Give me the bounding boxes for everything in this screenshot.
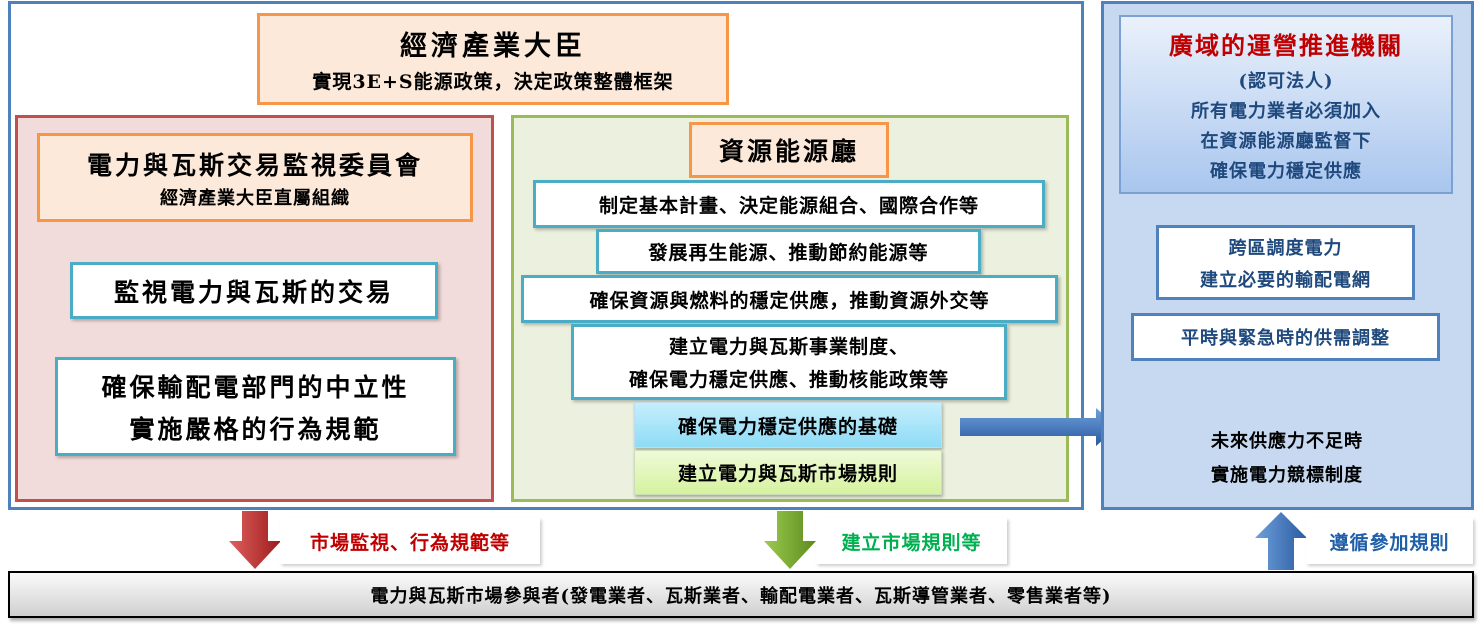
agency-item: 制定基本計畫、決定能源組合、國際合作等 bbox=[533, 180, 1045, 228]
label-text: 遵循參加規則 bbox=[1329, 531, 1450, 554]
agency-highlight-supply: 確保電力穩定供應的基礎 bbox=[634, 402, 942, 448]
green-arrow-label: 建立市場規則等 bbox=[816, 518, 1007, 564]
committee-subtitle: 經濟產業大臣直屬組織 bbox=[160, 187, 350, 209]
item-text: 實施嚴格的行為規範 bbox=[129, 414, 382, 444]
agency-title-box: 資源能源廳 bbox=[689, 122, 889, 178]
minister-title: 經濟產業大臣 bbox=[400, 31, 586, 62]
committee-box: 電力與瓦斯交易監視委員會 經濟產業大臣直屬組織 bbox=[37, 133, 473, 222]
item-text: 監視電力與瓦斯的交易 bbox=[113, 277, 394, 307]
occto-line: (認可法人) bbox=[1238, 71, 1334, 92]
occto-line: 實施電力競標制度 bbox=[1211, 465, 1363, 486]
committee-title: 電力與瓦斯交易監視委員會 bbox=[86, 150, 423, 180]
item-text: 確保電力穩定供應、推動核能政策等 bbox=[628, 369, 949, 391]
item-text: 發展再生能源、推動節約能源等 bbox=[648, 242, 929, 264]
item-text: 確保資源與燃料的穩定供應，推動資源外交等 bbox=[589, 289, 990, 312]
occto-line: 在資源能源廳監督下 bbox=[1200, 131, 1372, 152]
government-frame bbox=[8, 1, 1084, 510]
occto-note: 未來供應力不足時 實施電力競標制度 bbox=[1120, 422, 1454, 492]
participants-bar: 電力與瓦斯市場參與者(發電業者、瓦斯業者、輸配電業者、瓦斯導管業者、零售業者等) bbox=[8, 571, 1474, 618]
arrow-down-green-icon bbox=[764, 511, 816, 569]
agency-highlight-market: 建立電力與瓦斯市場規則 bbox=[634, 450, 942, 495]
committee-item-neutrality: 確保輸配電部門的中立性 實施嚴格的行為規範 bbox=[55, 357, 456, 456]
arrow-right-icon bbox=[960, 408, 1118, 446]
item-text: 建立電力與瓦斯事業制度、 bbox=[668, 336, 909, 358]
committee-item-monitor: 監視電力與瓦斯的交易 bbox=[70, 262, 438, 319]
item-text: 建立電力與瓦斯市場規則 bbox=[677, 463, 898, 485]
occto-header-box: 廣域的運營推進機關 (認可法人) 所有電力業者必須加入 在資源能源廳監督下 確保… bbox=[1119, 15, 1453, 194]
occto-dispatch-box: 跨區調度電力 建立必要的輸配電網 bbox=[1156, 225, 1415, 300]
occto-line: 建立必要的輸配電網 bbox=[1200, 269, 1371, 291]
occto-line: 所有電力業者必須加入 bbox=[1191, 101, 1381, 122]
occto-line: 確保電力穩定供應 bbox=[1210, 161, 1362, 182]
occto-line: 未來供應力不足時 bbox=[1211, 431, 1363, 452]
label-text: 建立市場規則等 bbox=[841, 531, 982, 554]
minister-box: 經濟產業大臣 實現3E+S能源政策，決定政策整體框架 bbox=[257, 13, 729, 105]
blue-arrow-label: 遵循參加規則 bbox=[1306, 518, 1473, 564]
arrow-down-red-icon bbox=[229, 511, 281, 569]
occto-line: 平時與緊急時的供需調整 bbox=[1181, 328, 1390, 349]
agency-item: 建立電力與瓦斯事業制度、確保電力穩定供應、推動核能政策等 bbox=[571, 324, 1007, 400]
item-text: 制定基本計畫、決定能源組合、國際合作等 bbox=[598, 194, 979, 217]
occto-balance-box: 平時與緊急時的供需調整 bbox=[1131, 313, 1440, 361]
arrow-up-blue-icon bbox=[1255, 512, 1307, 570]
item-text: 確保輸配電部門的中立性 bbox=[101, 372, 410, 402]
agency-title: 資源能源廳 bbox=[718, 137, 859, 166]
occto-title: 廣域的運營推進機關 bbox=[1169, 31, 1403, 60]
agency-item: 確保資源與燃料的穩定供應，推動資源外交等 bbox=[521, 275, 1058, 323]
item-text: 確保電力穩定供應的基礎 bbox=[677, 415, 898, 438]
minister-subtitle: 實現3E+S能源政策，決定政策整體框架 bbox=[312, 71, 674, 93]
label-text: 市場監視、行為規範等 bbox=[309, 531, 510, 554]
agency-item: 發展再生能源、推動節約能源等 bbox=[596, 229, 981, 274]
occto-line: 跨區調度電力 bbox=[1228, 237, 1343, 259]
red-arrow-label: 市場監視、行為規範等 bbox=[280, 518, 540, 564]
participants-text: 電力與瓦斯市場參與者(發電業者、瓦斯業者、輸配電業者、瓦斯導管業者、零售業者等) bbox=[370, 585, 1112, 607]
